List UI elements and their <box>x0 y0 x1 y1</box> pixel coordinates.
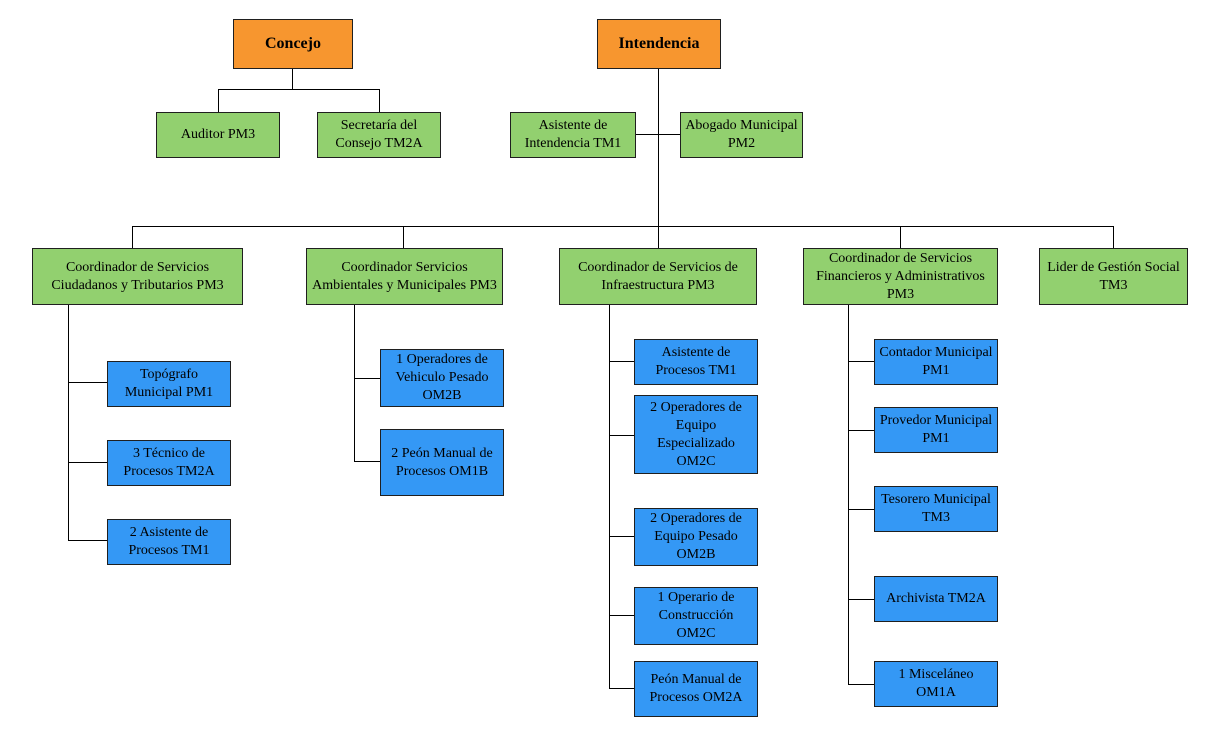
connector <box>403 226 404 248</box>
connector <box>609 536 634 537</box>
coordinator-infraestructura-node: Coordinador de Servicios de Infraestruct… <box>559 248 757 305</box>
connector <box>609 305 610 688</box>
connector <box>609 688 634 689</box>
coordinator-social-node: Lider de Gestión Social TM3 <box>1039 248 1188 305</box>
operadores-vehiculo-node: 1 Operadores de Vehiculo Pesado OM2B <box>380 349 504 407</box>
connector <box>848 305 849 685</box>
miscelaneo-node: 1 Misceláneo OM1A <box>874 661 998 707</box>
intendencia-node: Intendencia <box>597 19 721 69</box>
secretaria-node: Secretaría del Consejo TM2A <box>317 112 441 158</box>
coordinator-financieros-node: Coordinador de Servicios Financieros y A… <box>803 248 998 305</box>
connector <box>68 382 107 383</box>
connector <box>848 684 874 685</box>
connector <box>68 462 107 463</box>
contador-node: Contador Municipal PM1 <box>874 339 998 385</box>
connector <box>848 430 874 431</box>
operario-construccion-node: 1 Operario de Construcción OM2C <box>634 587 758 645</box>
connector <box>848 361 874 362</box>
auditor-node: Auditor PM3 <box>156 112 280 158</box>
connector <box>658 226 659 248</box>
topografo-node: Topógrafo Municipal PM1 <box>107 361 231 407</box>
peon-manual-om2a-node: Peón Manual de Procesos OM2A <box>634 661 758 717</box>
operadores-pesado-node: 2 Operadores de Equipo Pesado OM2B <box>634 508 758 566</box>
connector <box>636 134 680 135</box>
abogado-node: Abogado Municipal PM2 <box>680 112 803 158</box>
concejo-node: Concejo <box>233 19 353 69</box>
asistente-intendencia-node: Asistente de Intendencia TM1 <box>510 112 636 158</box>
operadores-especializado-node: 2 Operadores de Equipo Especializado OM2… <box>634 395 758 474</box>
connector <box>68 540 107 541</box>
connector <box>848 509 874 510</box>
asistente-procesos-infra-node: Asistente de Procesos TM1 <box>634 339 758 385</box>
coordinator-ciudadanos-node: Coordinador de Servicios Ciudadanos y Tr… <box>32 248 243 305</box>
connector <box>68 305 69 541</box>
provedor-node: Provedor Municipal PM1 <box>874 407 998 453</box>
connector <box>609 435 634 436</box>
connector <box>132 226 133 248</box>
connector <box>354 461 380 462</box>
connector <box>609 615 634 616</box>
connector <box>218 89 380 90</box>
connector <box>132 226 1114 227</box>
connector <box>354 378 380 379</box>
connector <box>609 361 634 362</box>
peon-manual-om1b-node: 2 Peón Manual de Procesos OM1B <box>380 429 504 496</box>
coordinator-ambientales-node: Coordinador Servicios Ambientales y Muni… <box>306 248 503 305</box>
tecnico-node: 3 Técnico de Procesos TM2A <box>107 440 231 486</box>
connector <box>292 69 293 90</box>
asistente-procesos-node: 2 Asistente de Procesos TM1 <box>107 519 231 565</box>
archivista-node: Archivista TM2A <box>874 576 998 622</box>
connector <box>354 305 355 462</box>
connector <box>900 226 901 248</box>
connector <box>658 69 659 226</box>
connector <box>218 89 219 112</box>
connector <box>1113 226 1114 248</box>
connector <box>848 599 874 600</box>
connector <box>379 89 380 112</box>
tesorero-node: Tesorero Municipal TM3 <box>874 486 998 532</box>
